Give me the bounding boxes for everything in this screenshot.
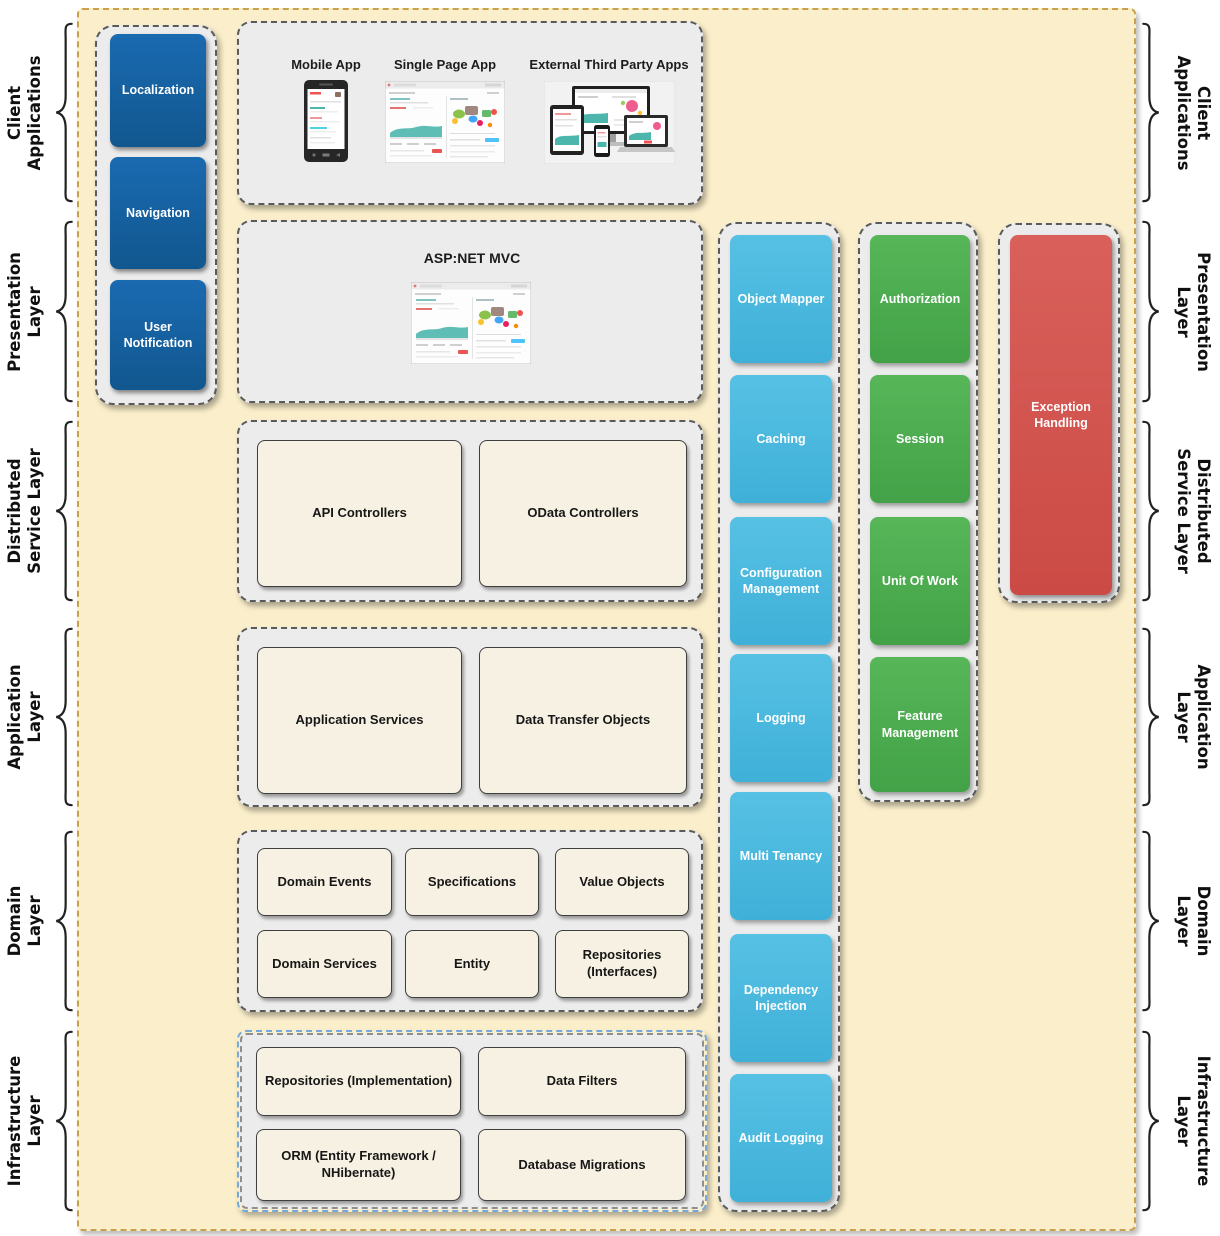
layer-label-left-infrastructure: Infrastructure Layer <box>0 1030 50 1212</box>
external-third-party-apps-image <box>544 81 675 164</box>
layer-label-right-client-applications: Client Applications <box>1166 22 1220 203</box>
layer-brace-right-application <box>1141 627 1161 807</box>
box-unit-of-work: Unit Of Work <box>870 517 970 645</box>
client-applications-panel: Mobile App Single Page App External Thir… <box>237 21 703 205</box>
sidebar-box-localization: Localization <box>110 34 206 147</box>
layer-brace-right-client-applications <box>1141 22 1161 203</box>
box-session: Session <box>870 375 970 503</box>
layer-brace-left-infrastructure <box>53 1030 75 1212</box>
layer-label-text: Domain Layer <box>5 885 44 957</box>
infrastructure-panel: Repositories (Implementation) Data Filte… <box>237 1030 707 1212</box>
box-caching: Caching <box>730 375 832 503</box>
box-audit-logging: Audit Logging <box>730 1074 832 1202</box>
domain-panel: Domain Events Specifications Value Objec… <box>237 830 703 1012</box>
aspnet-mvc-image <box>411 282 531 364</box>
cross-cutting-green-column: Authorization Session Unit Of Work Featu… <box>858 222 978 802</box>
box-object-mapper: Object Mapper <box>730 235 832 363</box>
layer-brace-right-domain <box>1140 830 1162 1012</box>
sidebar-box-user-notification: User Notification <box>110 280 206 390</box>
box-logging: Logging <box>730 654 832 782</box>
layer-brace-left-application <box>54 627 74 807</box>
box-specifications: Specifications <box>405 848 539 916</box>
layer-label-right-domain: Domain Layer <box>1166 830 1220 1012</box>
layer-label-text: Application Layer <box>1174 664 1213 770</box>
box-feature-management: Feature Management <box>870 657 970 792</box>
layer-label-text: Client Applications <box>1174 54 1213 171</box>
layer-label-left-presentation: Presentation Layer <box>0 220 50 403</box>
box-value-objects: Value Objects <box>555 848 689 916</box>
layer-label-text: Application Layer <box>5 664 44 770</box>
layer-label-right-infrastructure: Infrastructure Layer <box>1166 1030 1220 1212</box>
layer-brace-left-client-applications <box>54 22 74 203</box>
box-domain-events: Domain Events <box>257 848 392 916</box>
box-odata-controllers: OData Controllers <box>479 440 687 587</box>
infrastructure-panel-inner: Repositories (Implementation) Data Filte… <box>240 1033 704 1209</box>
box-repositories-implementation: Repositories (Implementation) <box>256 1047 461 1116</box>
mobile-app-image <box>304 80 348 162</box>
layer-label-right-presentation: Presentation Layer <box>1166 220 1220 403</box>
layer-label-text: Distributed Service Layer <box>1174 448 1213 574</box>
layer-label-text: Infrastructure Layer <box>5 1055 44 1187</box>
box-exception-handling: Exception Handling <box>1010 235 1112 595</box>
distributed-service-panel: API Controllers OData Controllers <box>237 420 703 602</box>
layer-label-text: Presentation Layer <box>5 251 44 372</box>
layer-label-text: Client Applications <box>5 54 44 171</box>
box-authorization: Authorization <box>870 235 970 363</box>
cross-cutting-red-column: Exception Handling <box>998 223 1120 603</box>
aspnet-mvc-title: ASP:NET MVC <box>423 250 521 266</box>
layer-brace-left-distributed-service <box>53 420 75 602</box>
mobile-app-caption: Mobile App <box>291 57 361 72</box>
layer-brace-right-distributed-service <box>1140 420 1162 602</box>
box-multi-tenancy: Multi Tenancy <box>730 792 832 920</box>
layer-label-text: Presentation Layer <box>1174 251 1213 372</box>
single-page-app-image <box>385 81 505 163</box>
layer-label-left-distributed-service: Distributed Service Layer <box>0 420 50 602</box>
single-page-app-caption: Single Page App <box>393 57 497 72</box>
layer-label-right-application: Application Layer <box>1166 627 1220 807</box>
box-api-controllers: API Controllers <box>257 440 462 587</box>
layer-label-text: Domain Layer <box>1174 885 1213 957</box>
layer-label-text: Distributed Service Layer <box>5 448 44 574</box>
box-entity: Entity <box>405 930 539 998</box>
box-application-services: Application Services <box>257 647 462 794</box>
layer-label-right-distributed-service: Distributed Service Layer <box>1166 420 1220 602</box>
external-third-party-apps-caption: External Third Party Apps <box>529 57 689 72</box>
layer-label-left-domain: Domain Layer <box>0 830 50 1012</box>
layer-brace-left-domain <box>53 830 75 1012</box>
box-configuration-management: Configuration Management <box>730 517 832 645</box>
presentation-panel: ASP:NET MVC <box>237 220 703 403</box>
box-domain-services: Domain Services <box>257 930 392 998</box>
cross-cutting-blue-column: Object Mapper Caching Configuration Mana… <box>718 222 840 1212</box>
box-data-filters: Data Filters <box>478 1047 686 1116</box>
box-data-transfer-objects: Data Transfer Objects <box>479 647 687 794</box>
application-panel: Application Services Data Transfer Objec… <box>237 627 703 807</box>
layer-label-left-application: Application Layer <box>0 627 50 807</box>
layer-brace-left-presentation <box>53 220 75 403</box>
layer-brace-right-infrastructure <box>1140 1030 1162 1212</box>
layer-brace-right-presentation <box>1140 220 1162 403</box>
box-dependency-injection: Dependency Injection <box>730 934 832 1062</box>
sidebar-box-navigation: Navigation <box>110 157 206 269</box>
box-database-migrations: Database Migrations <box>478 1129 686 1201</box>
box-repositories-interfaces: Repositories (Interfaces) <box>555 930 689 998</box>
layer-label-left-client-applications: Client Applications <box>0 22 50 203</box>
layer-label-text: Infrastructure Layer <box>1174 1055 1213 1187</box>
box-orm: ORM (Entity Framework / NHibernate) <box>256 1129 461 1201</box>
sidebar-panel: Localization Navigation User Notificatio… <box>95 25 217 405</box>
